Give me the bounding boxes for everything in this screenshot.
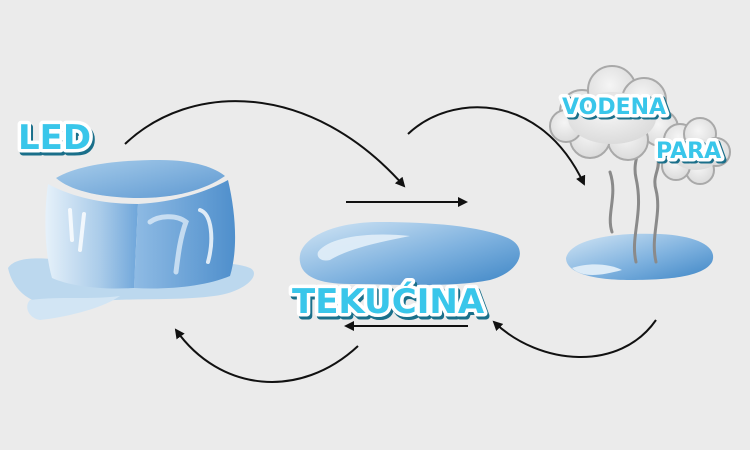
label-vodena-para: VODENA VODENA PARA PARA: [559, 92, 727, 170]
steam-cloud-icon: [549, 65, 731, 280]
label-tekucina: TEKUĆINA TEKUĆINA: [289, 278, 491, 329]
label-led: LED LED: [15, 115, 97, 165]
svg-text:TEKUĆINA: TEKUĆINA: [294, 284, 487, 325]
svg-text:VODENA: VODENA: [564, 97, 668, 122]
label-vodena-text: VODENA: [562, 95, 666, 120]
arrow-liquid-to-ice: [174, 328, 359, 383]
arrow-gas-to-liquid: [492, 319, 657, 358]
svg-text:PARA: PARA: [658, 141, 723, 166]
ice-cube-icon: [8, 160, 254, 320]
label-tekucina-text: TEKUĆINA: [292, 281, 485, 322]
arrow-liquid-to-gas: [407, 106, 586, 186]
arrows: [124, 100, 657, 383]
label-led-text: LED: [18, 118, 91, 158]
arrow-ice-to-liquid: [124, 100, 406, 188]
label-para-text: PARA: [656, 139, 721, 164]
water-puddle-icon: [299, 222, 520, 285]
svg-text:LED: LED: [20, 121, 93, 161]
